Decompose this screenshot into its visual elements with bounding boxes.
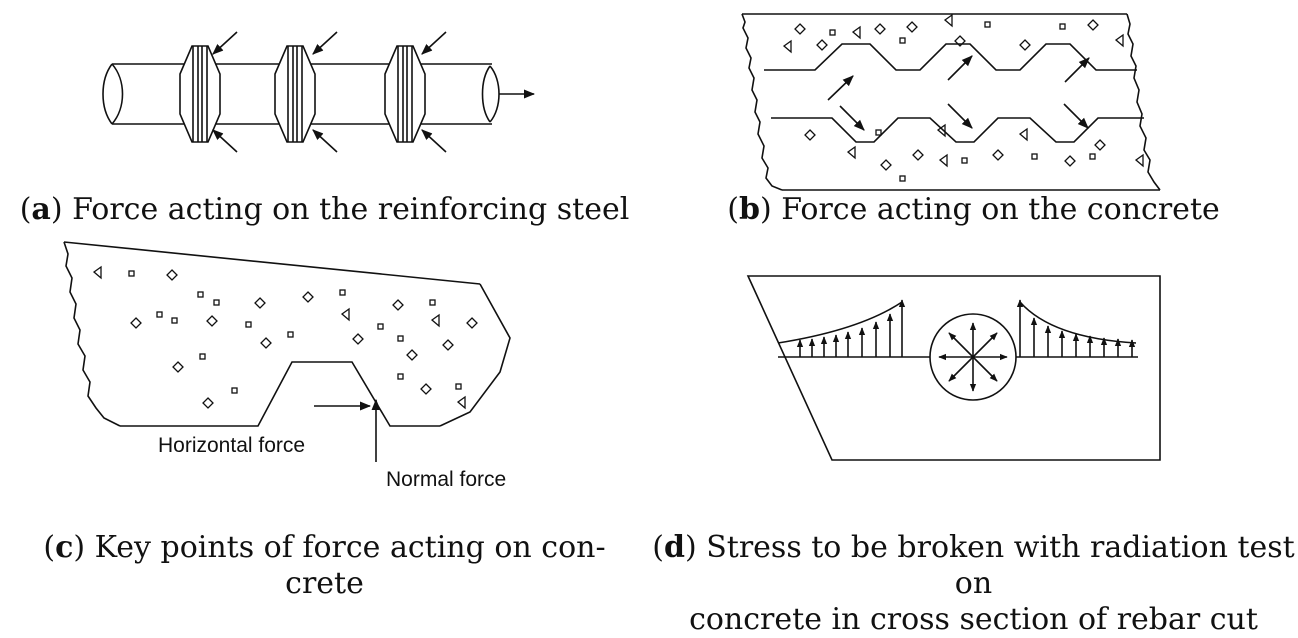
concrete-force-arrows	[827, 55, 1090, 131]
caption-b: (b) Force acting on the concrete	[727, 192, 1220, 227]
concrete-lower-profile	[771, 117, 1144, 143]
caption-c-line2: crete	[285, 566, 364, 601]
caption-d-line2: concrete in cross section of rebar cut	[689, 602, 1258, 637]
caption-c-letter: c	[55, 530, 74, 565]
left-break-edge	[741, 13, 783, 191]
panel-b-diagram	[741, 13, 1161, 191]
caption-b-text: Force acting on the concrete	[781, 192, 1220, 227]
caption-a-letter: a	[31, 192, 51, 227]
caption-b-letter: b	[738, 192, 760, 227]
lug-force-arrows	[212, 31, 447, 153]
rebar-lug-1	[179, 45, 221, 143]
panel-d-diagram	[746, 275, 1161, 461]
right-edge-c	[439, 283, 511, 427]
normal-force-label: Normal force	[386, 468, 507, 491]
caption-c-line1: (c) Key points of force acting on con-	[43, 530, 606, 565]
rebar-lug-2	[274, 45, 316, 143]
aggregate-particles-c	[92, 265, 478, 410]
cross-section-outline	[746, 275, 1161, 461]
concrete-key-profile	[120, 361, 440, 427]
stress-arrows-right	[1016, 299, 1136, 357]
caption-d: (d) Stress to be broken with radiation t…	[649, 530, 1298, 638]
stress-arrows-left	[796, 299, 906, 357]
caption-c: (c) Key points of force acting on con- c…	[0, 530, 649, 602]
left-break-edge-c	[63, 241, 121, 427]
radial-stress-arrows	[938, 322, 1008, 392]
rebar-cut-circle	[929, 313, 1017, 401]
caption-d-text1: Stress to be broken with radiation test …	[706, 530, 1295, 601]
stress-envelope-left	[777, 301, 903, 344]
panel-c-diagram	[63, 241, 511, 462]
rebar-lug-3	[384, 45, 426, 143]
figure-canvas	[63, 13, 1161, 462]
caption-d-letter: d	[663, 530, 685, 565]
right-break-edge	[1126, 13, 1161, 191]
horizontal-force-label: Horizontal force	[158, 434, 306, 457]
stress-envelope-right	[1019, 301, 1137, 344]
panel-a-diagram	[102, 31, 536, 153]
caption-d-line1: (d) Stress to be broken with radiation t…	[652, 530, 1295, 601]
caption-a-text: Force acting on the reinforcing steel	[72, 192, 630, 227]
caption-c-text1: Key points of force acting on con-	[94, 530, 606, 565]
aggregate-particles-b	[782, 13, 1144, 182]
caption-a: (a) Force acting on the reinforcing stee…	[19, 192, 630, 227]
